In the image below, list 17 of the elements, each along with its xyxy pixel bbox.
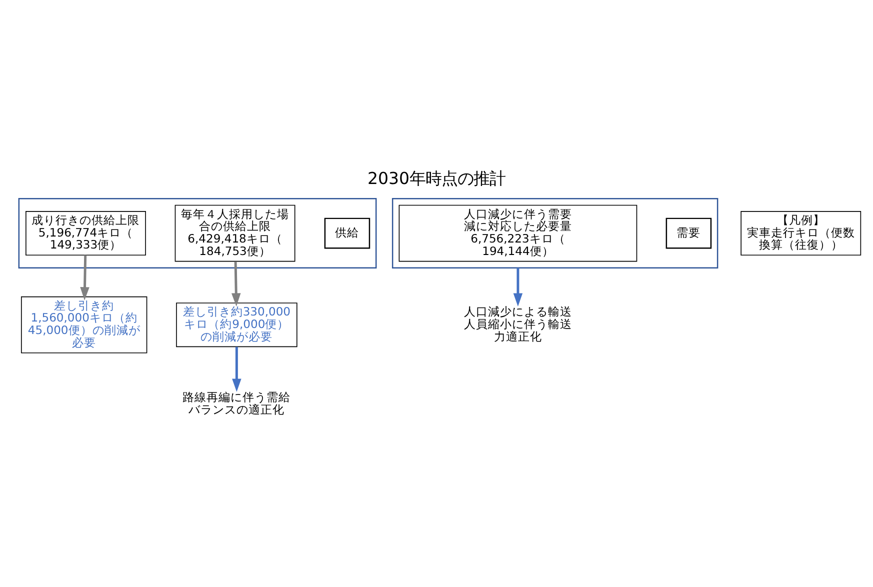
diagram-title: 2030年時点の推計 [368,168,506,188]
node-box: 需要 [666,218,712,249]
node-box: 【凡例】 実車走行キロ（便数換算（往復）） [740,211,862,256]
node-box: 差し引き約330,000キロ（約9,000便）の削減が必要 [176,302,298,348]
node-box: 差し引き約1,560,000キロ（約45,000便）の削減が必要 [20,296,148,354]
node-box: 人口減少に伴う需要減に対応した必要量 6,756,223キロ（194,144便） [398,204,638,262]
arrow [80,255,90,300]
node-box: 毎年４人採用した場合の供給上限 6,429,418キロ（184,753便） [174,204,296,262]
node-text: 路線再編に伴う需給バランスの適正化 [182,390,291,416]
cluster [392,198,718,269]
arrow [231,262,241,306]
node-box: 供給 [324,218,370,249]
node-text: 人口減少による輸送人員縮小に伴う輸送力適正化 [464,304,572,344]
node-box: 成り行きの供給上限 5,196,774キロ（149,333便） [26,211,146,256]
arrow [513,268,523,306]
arrow [232,346,242,392]
cluster [18,198,377,269]
